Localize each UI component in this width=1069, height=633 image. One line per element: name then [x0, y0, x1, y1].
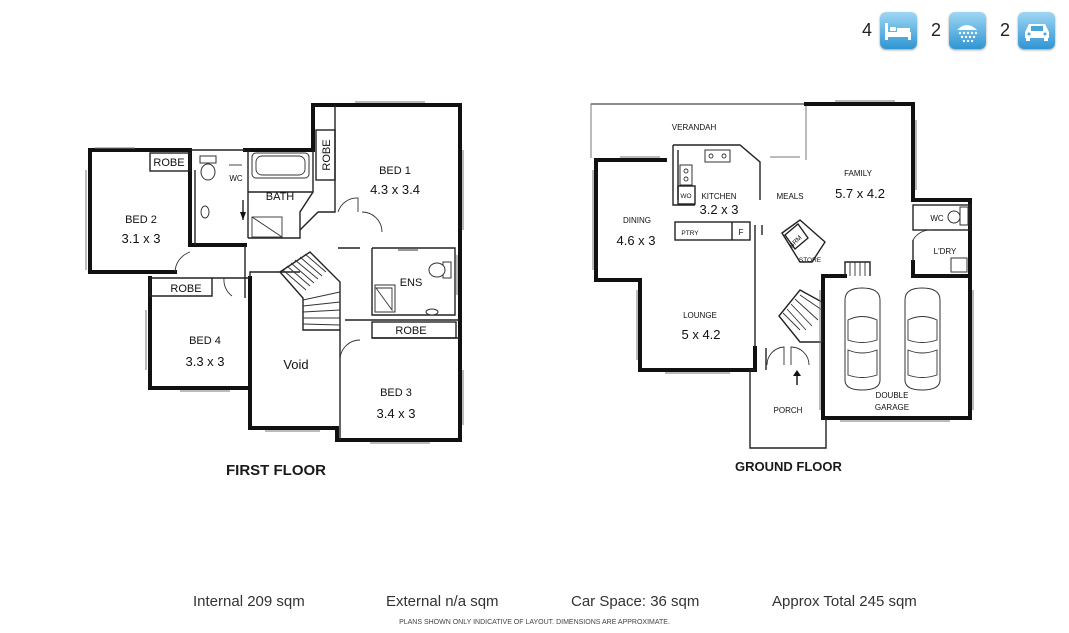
- wall-oven-label: WO: [680, 193, 691, 200]
- car-space-count: 2: [999, 20, 1010, 40]
- bed2-name: BED 2: [125, 214, 157, 226]
- bed1-name: BED 1: [379, 165, 411, 177]
- garage-label-line1: DOUBLE: [876, 391, 909, 400]
- lounge-size: 5 x 4.2: [681, 327, 720, 342]
- kitchen-size: 3.2 x 3: [699, 202, 738, 217]
- bedroom-count: 4: [861, 20, 872, 40]
- fridge-label: F: [739, 228, 744, 237]
- bed4-name: BED 4: [189, 335, 221, 347]
- property-badges: 4 2 2: [854, 12, 1055, 49]
- wc-ground-label: WC: [930, 214, 944, 223]
- shower-icon: [948, 12, 986, 49]
- robe-bed3-label: ROBE: [395, 325, 426, 337]
- ens-label: ENS: [400, 277, 423, 289]
- garage-label-line2: GARAGE: [875, 403, 909, 412]
- family-name: FAMILY: [844, 169, 873, 178]
- dining-name: DINING: [623, 216, 651, 225]
- approx-total-area: Approx Total 245 sqm: [772, 593, 917, 610]
- area-summary: Internal 209 sqm External n/a sqm Car Sp…: [0, 593, 1069, 613]
- void-label: Void: [283, 357, 308, 372]
- store-label: STORE: [799, 257, 822, 264]
- family-size: 5.7 x 4.2: [835, 186, 885, 201]
- laundry-label: L'DRY: [934, 247, 957, 256]
- bathroom-count: 2: [930, 20, 941, 40]
- pantry-label: PTRY: [681, 230, 699, 237]
- internal-area: Internal 209 sqm: [193, 593, 305, 610]
- brm-label: BRM: [788, 234, 803, 249]
- first-floor-title: FIRST FLOOR: [226, 462, 326, 479]
- car-icon: [1018, 12, 1055, 49]
- disclaimer: PLANS SHOWN ONLY INDICATIVE OF LAYOUT. D…: [399, 619, 670, 626]
- robe-left-label: ROBE: [170, 283, 201, 295]
- dining-size: 4.6 x 3: [616, 233, 655, 248]
- bed4-size: 3.3 x 3: [185, 354, 224, 369]
- floor-plan-drawing: .w { stroke:#111; stroke-width:4; fill:n…: [85, 100, 974, 449]
- bath-label: BATH: [266, 191, 295, 203]
- ground-floor-plan: VERANDAH KITCHEN 3.2 x 3 WO MEALS FAMILY…: [590, 100, 974, 449]
- verandah-label: VERANDAH: [672, 123, 717, 132]
- first-floor-plan: ROBE WC BATH ROBE BED 1 4.3 x 3.4 BED 2 …: [85, 101, 464, 444]
- lounge-name: LOUNGE: [683, 311, 717, 320]
- meals-label: MEALS: [776, 192, 803, 201]
- porch-label: PORCH: [774, 406, 803, 415]
- bed1-size: 4.3 x 3.4: [370, 182, 420, 197]
- wc-first-label: WC: [229, 174, 243, 183]
- car-space-area: Car Space: 36 sqm: [571, 593, 700, 610]
- robe-vertical-label: ROBE: [321, 139, 333, 170]
- bed2-size: 3.1 x 3: [121, 231, 160, 246]
- robe-top-label: ROBE: [153, 157, 184, 169]
- external-area: External n/a sqm: [386, 593, 499, 610]
- bed-icon: [879, 12, 917, 49]
- bed3-size: 3.4 x 3: [376, 406, 415, 421]
- ground-floor-title: GROUND FLOOR: [735, 459, 842, 474]
- kitchen-name: KITCHEN: [701, 192, 736, 201]
- bed3-name: BED 3: [380, 387, 412, 399]
